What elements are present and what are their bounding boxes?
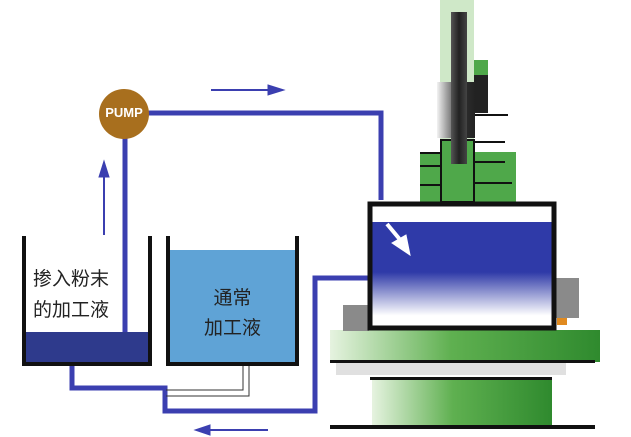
normal-tank-label-line2: 加工液 bbox=[203, 317, 261, 339]
powder-fluid-tank bbox=[22, 236, 152, 366]
normal-fluid-tank bbox=[166, 236, 299, 366]
pump-label: PUMP bbox=[105, 105, 143, 120]
flow-arrow-right bbox=[211, 84, 286, 96]
supply-pipe bbox=[122, 110, 384, 335]
normal-tank-label-line1: 通常 bbox=[213, 287, 252, 309]
return-pipe bbox=[69, 275, 370, 414]
edm-machine bbox=[330, 0, 600, 429]
flow-arrow-up bbox=[98, 159, 110, 235]
powder-tank-label-line1: 掺入粉末 bbox=[33, 268, 110, 290]
flow-arrow-left bbox=[193, 424, 268, 436]
normal-fluid-pipe bbox=[166, 364, 250, 397]
pump-icon bbox=[99, 89, 149, 139]
fluid-flow-arrow bbox=[385, 222, 411, 257]
powder-tank-label-line2: 的加工液 bbox=[33, 299, 110, 321]
